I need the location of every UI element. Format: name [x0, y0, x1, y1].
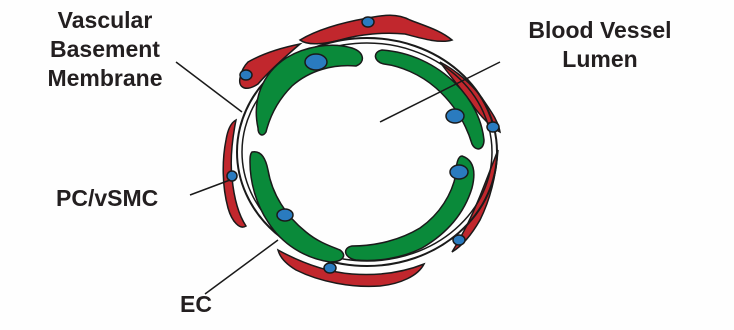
label-ec: EC — [180, 290, 212, 319]
nucleus-endothelial-lower-left — [277, 209, 293, 221]
nucleus-endothelial-right — [446, 109, 464, 123]
label-blood-vessel-lumen: Blood Vessel Lumen — [510, 16, 690, 74]
label-line-lumen: Lumen — [510, 45, 690, 74]
nucleus-pericyte-bottom — [324, 263, 336, 273]
endothelial-cell-bottom-left — [250, 152, 344, 262]
label-line-basement: Basement — [20, 35, 190, 64]
nucleus-endothelial-top-left — [305, 54, 327, 70]
endothelial-layer — [250, 45, 484, 262]
nucleus-pericyte-upper-left — [240, 70, 252, 80]
nucleus-pericyte-right — [487, 122, 499, 132]
pericyte-top — [300, 15, 452, 44]
label-line-vascular: Vascular — [20, 6, 190, 35]
nucleus-pericyte-top — [362, 17, 374, 27]
label-pc-vsmc: PC/vSMC — [56, 184, 158, 213]
nucleus-pericyte-lower-right — [453, 235, 465, 245]
label-vascular-basement-membrane: Vascular Basement Membrane — [20, 6, 190, 93]
label-line-membrane: Membrane — [20, 64, 190, 93]
nucleus-endothelial-lower-right — [450, 165, 468, 179]
nucleus-pericyte-left — [227, 171, 237, 181]
leader-line-ec — [205, 240, 278, 294]
endothelial-cell-top-right — [375, 50, 484, 149]
label-line-blood-vessel: Blood Vessel — [510, 16, 690, 45]
